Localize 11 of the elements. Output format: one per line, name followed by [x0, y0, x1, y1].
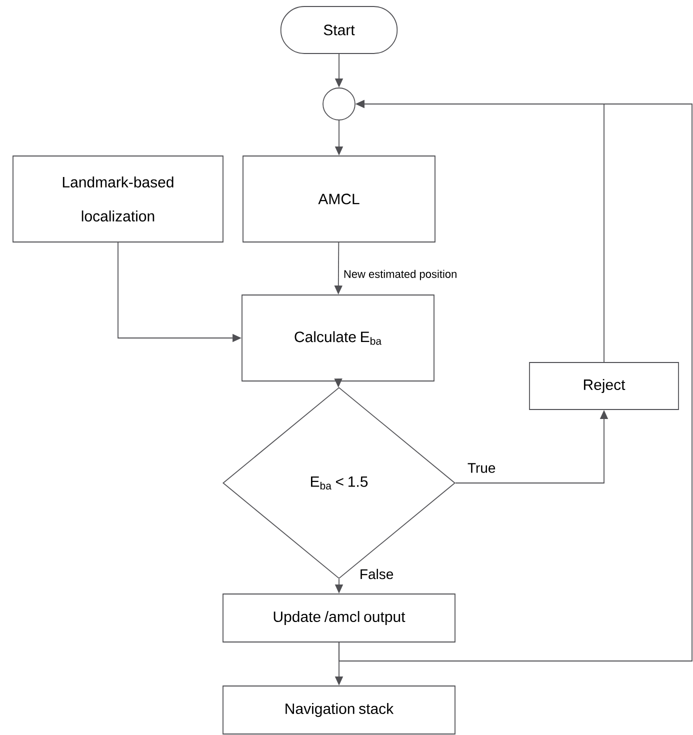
- edge-label: True: [466, 462, 497, 474]
- connector-circle: [322, 88, 356, 120]
- process-box: Landmark-based localization: [12, 156, 224, 242]
- edge-label: New estimated position: [342, 268, 458, 282]
- process-box: Calculate E$_{ba}$: [242, 294, 434, 382]
- process-box: AMCL: [242, 156, 436, 242]
- edge-label: False: [358, 568, 395, 580]
- process-box: Reject: [529, 362, 679, 410]
- start-terminal: Start: [280, 6, 398, 54]
- process-box: Update /amcl output: [222, 594, 456, 642]
- process-box: Navigation stack: [222, 686, 456, 734]
